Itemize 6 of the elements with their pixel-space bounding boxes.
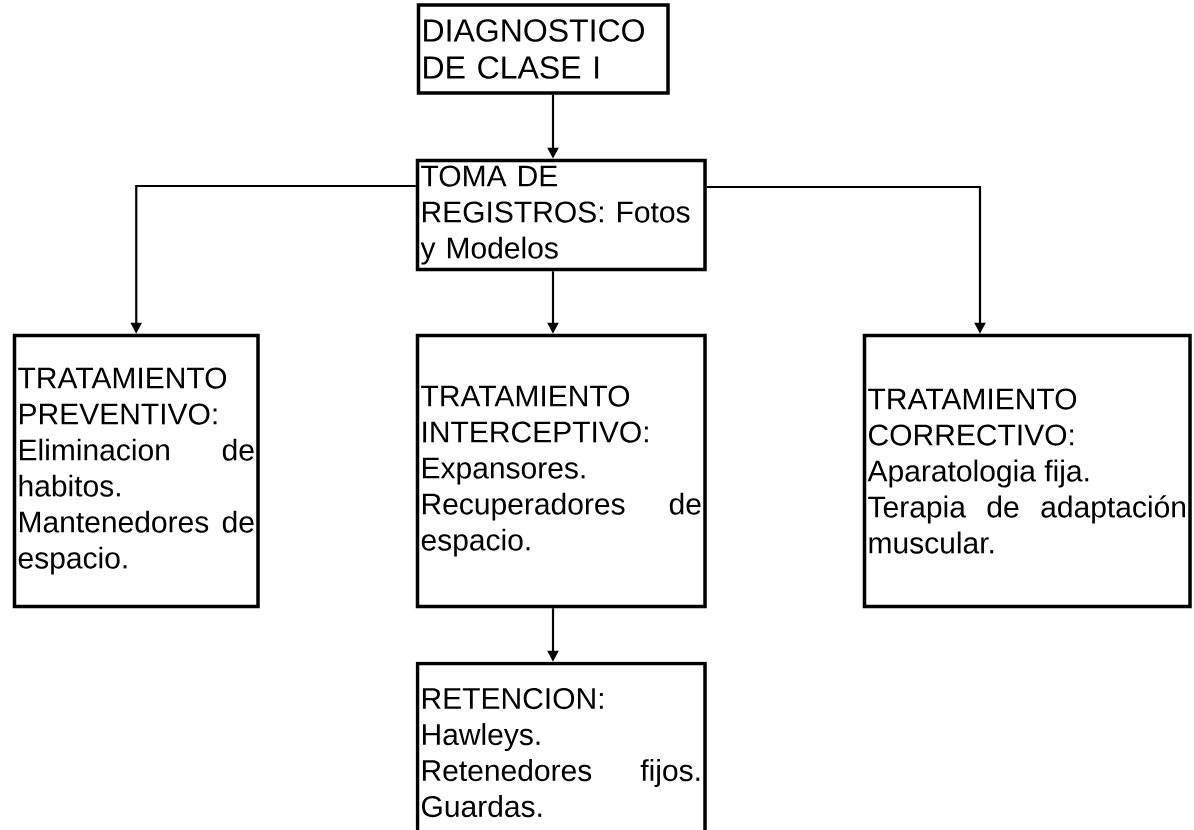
process-box: RETENCION: Hawleys. Retenedores fijos. Guardas. [415, 661, 707, 830]
process-box: DIAGNOSTICO DE CLASE I [416, 3, 670, 95]
process-box: TRATAMIENTO PREVENTIVO: Eliminacion de habitos. Mantenedores de espacio. [12, 333, 260, 609]
process-box: TRATAMIENTO INTERCEPTIVO: Expansores. Recuperadores de espacio. [415, 333, 707, 609]
process-box: TRATAMIENTO CORRECTIVO: Aparatologia fija. Terapia de adaptación muscular. [862, 333, 1192, 609]
process-box: TOMA DE REGISTROS: Fotos y Modelos [415, 158, 707, 272]
